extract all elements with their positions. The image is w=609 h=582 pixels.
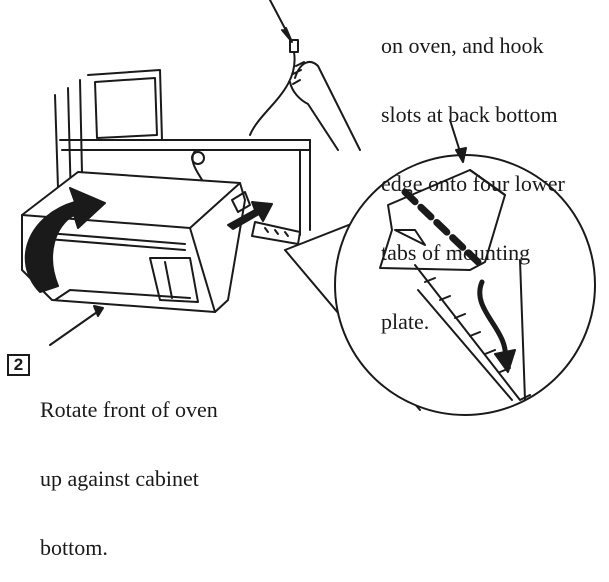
step-number-badge: 2 [7,354,30,376]
rotate-arrow [24,187,106,293]
microwave-oven [21,171,251,313]
callout-tabs-text: on oven, and hook slots at back bottom e… [381,0,609,356]
callout-line: slots at back bottom [381,102,558,127]
hand [289,61,361,151]
oven-leader-arrow [49,305,104,346]
callout-line: plate. [381,309,430,334]
callout-line: edge onto four lower [381,171,565,196]
step-line: up against cabinet [40,466,199,491]
detail-mounting-tabs [379,169,531,401]
callout-line: on oven, and hook [381,33,544,58]
callout-leader [449,119,467,163]
power-cord [191,0,299,186]
installation-illustration [21,0,596,416]
callout-line: tabs of mounting [381,240,531,265]
step-line: bottom. [40,535,108,560]
step-line: Rotate front of oven [40,397,218,422]
step-instruction: Rotate front of oven up against cabinet … [40,352,300,582]
